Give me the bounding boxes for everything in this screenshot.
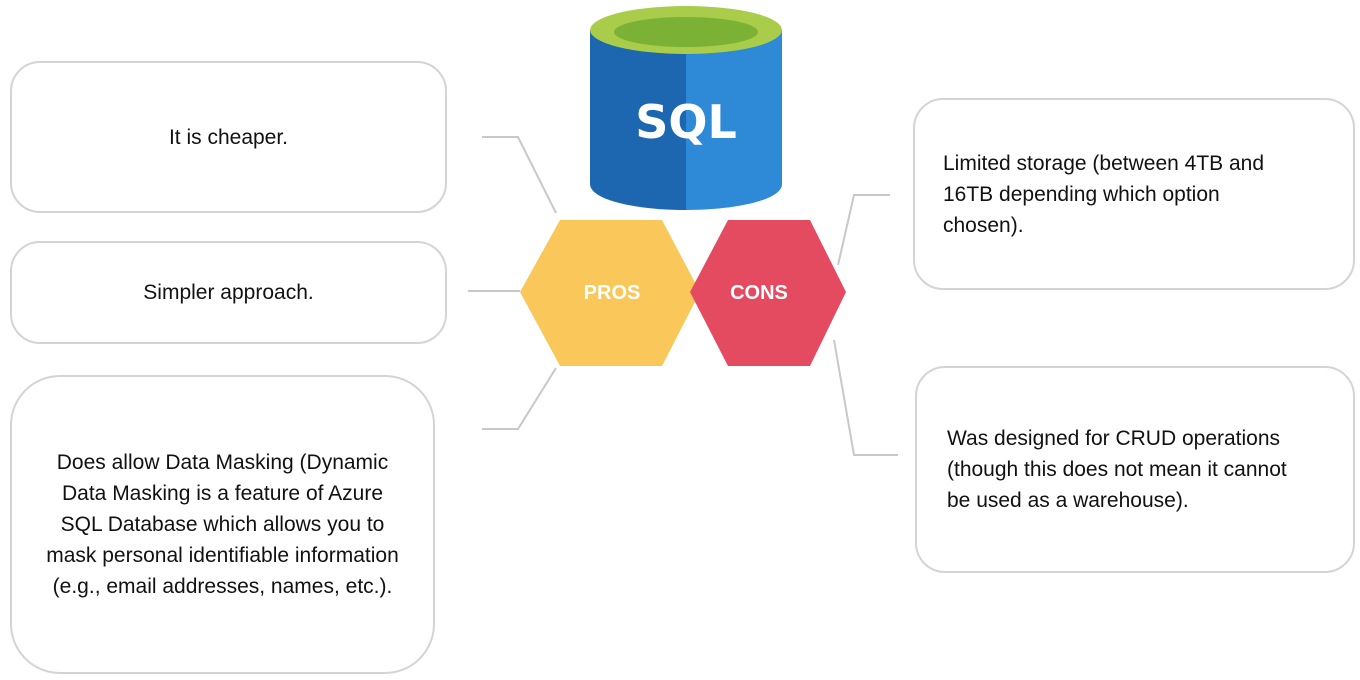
connector-pro-3 — [482, 367, 557, 430]
pro-text-data-masking: Does allow Data Masking (Dynamic Data Ma… — [46, 451, 399, 598]
cons-hexagon: CONS — [690, 220, 846, 366]
pro-text-simpler: Simpler approach. — [143, 281, 314, 304]
con-text-crud: Was designed for CRUD operations (though… — [947, 427, 1287, 512]
pros-hexagon-label: PROS — [584, 282, 641, 304]
sql-logo-text: SQL — [635, 95, 737, 149]
connector-lines — [468, 136, 898, 456]
pros-hexagon: PROS — [520, 220, 700, 366]
cons-hexagon-shape — [690, 220, 846, 366]
cons-hexagon-label: CONS — [730, 282, 788, 304]
con-card-limited-storage: Limited storage (between 4TB and 16TB de… — [913, 98, 1355, 290]
connector-con-1 — [837, 194, 890, 266]
sql-cylinder-body-right — [686, 30, 782, 210]
pros-hexagon-shape — [520, 220, 700, 366]
con-card-crud: Was designed for CRUD operations (though… — [915, 366, 1355, 573]
sql-cylinder-top-rim — [590, 6, 782, 54]
con-text-limited-storage: Limited storage (between 4TB and 16TB de… — [943, 151, 1265, 237]
connector-pro-1 — [482, 136, 557, 214]
sql-cylinder-top-inner — [614, 17, 758, 47]
pro-text-cheaper: It is cheaper. — [168, 125, 289, 149]
pro-card-simpler: Simpler approach. — [10, 241, 447, 344]
pro-card-cheaper: It is cheaper. — [10, 61, 447, 213]
connector-con-2 — [833, 339, 898, 456]
sql-database-logo: SQL — [590, 6, 782, 210]
pro-card-data-masking: Does allow Data Masking (Dynamic Data Ma… — [10, 375, 435, 674]
sql-cylinder-body-left — [590, 30, 686, 210]
